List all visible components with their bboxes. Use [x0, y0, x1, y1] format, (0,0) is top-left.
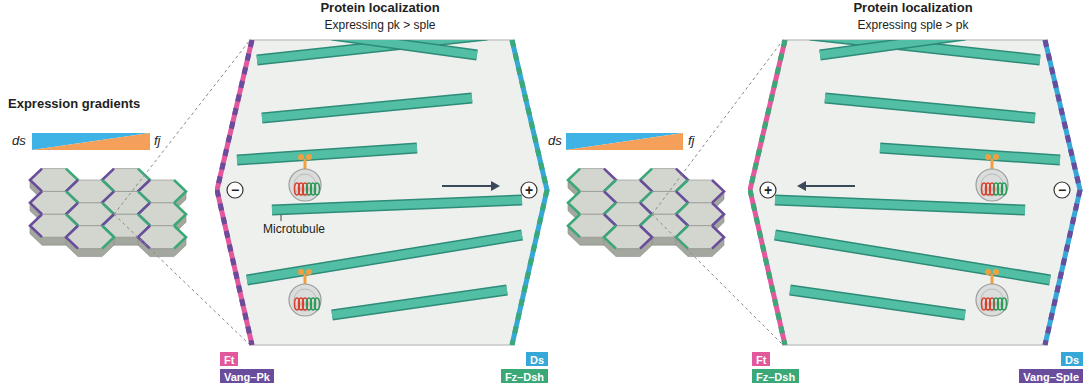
legend-swatch: Vang–Sple	[1019, 369, 1083, 383]
microtubule	[825, 98, 1035, 118]
microtubule	[775, 235, 1050, 280]
cell-illustration	[215, 0, 550, 352]
membrane-edge	[1045, 40, 1080, 345]
microtubule	[880, 148, 1060, 160]
polarity-arrow	[442, 185, 491, 187]
condition-label: Expressing sple > pk	[857, 18, 968, 32]
end-sign: +	[521, 182, 537, 198]
motor-vesicle	[976, 154, 1008, 201]
legend-text: Vang–Pk	[224, 371, 270, 383]
cell-hexagon: Protein localizationExpressing pk > sple…	[215, 0, 550, 352]
microtubule	[272, 200, 522, 210]
legend-text: Ft	[224, 354, 234, 366]
section-heading: Expression gradients	[8, 96, 140, 111]
end-sign: −	[227, 182, 243, 198]
microtubule	[262, 98, 472, 118]
end-sign: +	[760, 182, 776, 198]
legend-text: Ft	[756, 354, 766, 366]
legend-swatch: Ft	[220, 352, 238, 366]
motor-vesicle	[289, 154, 321, 201]
microtubule	[820, 35, 965, 55]
motor-vesicle	[976, 269, 1008, 316]
cell-illustration	[748, 0, 1083, 352]
gene-label: ds	[12, 133, 26, 148]
fj-gradient	[32, 133, 150, 150]
fj-gradient	[566, 133, 683, 150]
legend-swatch: Vang–Pk	[220, 369, 274, 383]
microtubule	[247, 235, 522, 280]
legend-text: Ds	[1065, 354, 1079, 366]
legend-swatch: Ft	[752, 352, 770, 366]
legend-swatch: Fz–Dsh	[752, 369, 799, 383]
cell-hexagon: Protein localizationExpressing sple > pk…	[748, 0, 1083, 352]
legend-text: Vang–Sple	[1023, 371, 1079, 383]
cell-sheet	[568, 169, 724, 257]
motor-vesicle	[289, 269, 321, 316]
end-symbol	[521, 182, 537, 198]
legend-swatch: Fz–Dsh	[501, 369, 548, 383]
legend-text: Fz–Dsh	[756, 371, 795, 383]
legend-text: Ds	[530, 354, 544, 366]
ds-gradient	[566, 133, 683, 150]
legend-text: Fz–Dsh	[505, 371, 544, 383]
microtubule	[810, 35, 1040, 60]
end-symbol	[227, 182, 243, 198]
gene-label: fj	[688, 133, 695, 148]
microtubule	[257, 35, 487, 60]
gene-label: fj	[154, 133, 161, 148]
heading: Protein localization	[320, 0, 439, 15]
legend-swatch: Ds	[1061, 352, 1083, 366]
membrane-edge	[512, 40, 547, 345]
heading: Protein localization	[853, 0, 972, 15]
condition-label: Expressing pk > sple	[324, 18, 435, 32]
membrane-edge	[217, 40, 252, 345]
cell-sheet	[30, 169, 186, 257]
microtubule	[332, 290, 507, 315]
end-symbol	[1054, 182, 1070, 198]
end-symbol	[760, 182, 776, 198]
ds-gradient	[32, 133, 150, 150]
gene-label: ds	[548, 133, 562, 148]
legend-swatch: Ds	[526, 352, 548, 366]
microtubule	[332, 35, 477, 55]
leader-line	[281, 215, 282, 221]
microtubule	[775, 200, 1025, 210]
microtubule	[790, 290, 965, 315]
polarity-arrow	[806, 185, 855, 187]
part-label: Microtubule	[263, 222, 325, 236]
end-sign: −	[1054, 182, 1070, 198]
membrane-edge	[750, 40, 785, 345]
microtubule	[237, 148, 417, 160]
